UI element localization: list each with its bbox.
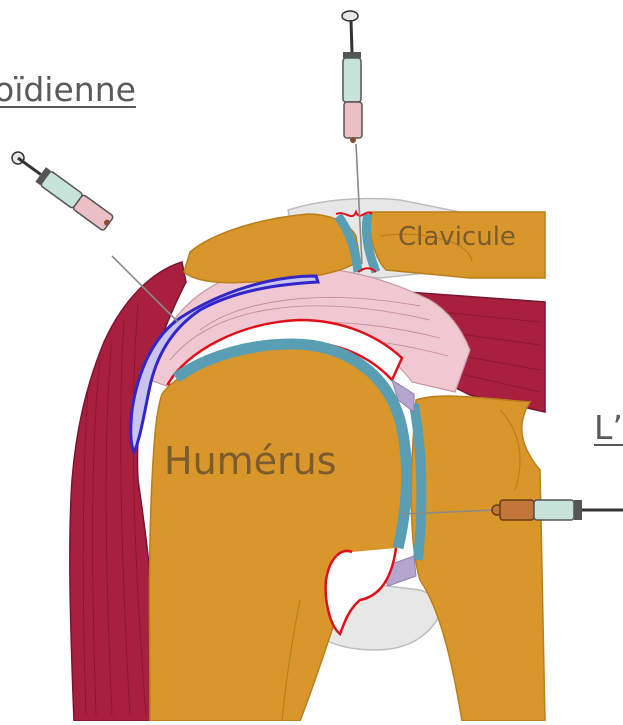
acromion-bone	[184, 214, 360, 283]
syringe-ac-joint	[342, 11, 362, 143]
syringe-subacromial	[8, 147, 115, 232]
scapula-glenoid-bone	[411, 396, 545, 721]
clavicle-label: Clavicule	[398, 222, 516, 252]
humerus-label: Humérus	[164, 439, 337, 483]
syringe-glenohumeral	[492, 500, 623, 520]
subacromial-injection-label: oïdienne	[0, 70, 136, 109]
articular-injection-label: L’a	[594, 408, 623, 447]
humerus-bone	[150, 346, 407, 721]
